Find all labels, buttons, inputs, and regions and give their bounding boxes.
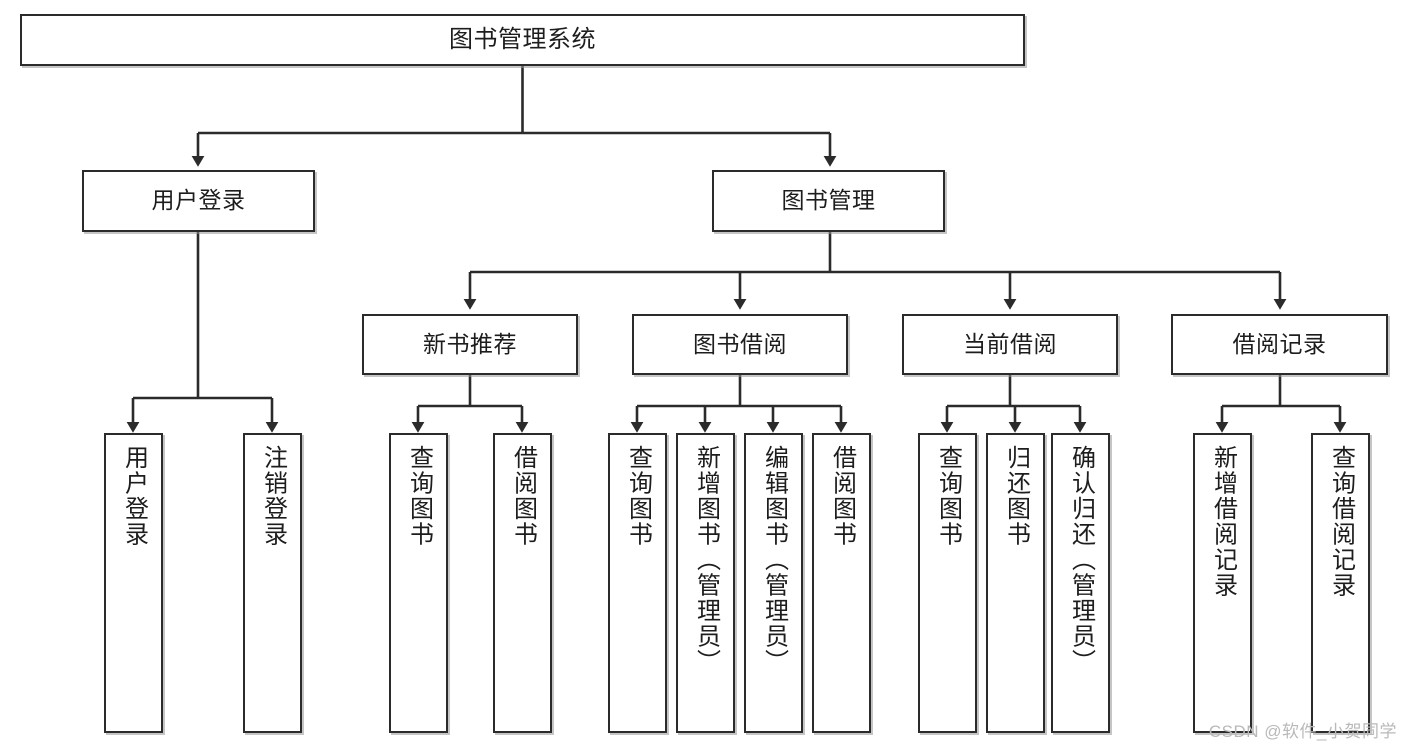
leaf-logout-label: 注销登录 [259, 445, 287, 547]
leaf-confirm-return-admin[interactable]: 确认归还（管理员） [1051, 433, 1110, 733]
node-new-book-recommend[interactable]: 新书推荐 [362, 314, 578, 375]
leaf-logout[interactable]: 注销登录 [243, 433, 302, 733]
leaf-user-login[interactable]: 用户登录 [104, 433, 163, 733]
node-book-borrow[interactable]: 图书借阅 [632, 314, 848, 375]
node-book-borrow-label: 图书借阅 [693, 330, 787, 357]
leaf-edit-book-admin-label: 编辑图书（管理员） [760, 445, 788, 675]
node-borrow-record[interactable]: 借阅记录 [1171, 314, 1388, 375]
node-root[interactable]: 图书管理系统 [20, 14, 1025, 66]
node-book-manage-label: 图书管理 [781, 187, 876, 214]
node-user-login[interactable]: 用户登录 [82, 170, 315, 232]
csdn-watermark: CSDN @软件_小贺同学 [1208, 722, 1397, 741]
node-book-manage[interactable]: 图书管理 [712, 170, 945, 232]
leaf-return-book[interactable]: 归还图书 [986, 433, 1045, 733]
leaf-add-book-admin[interactable]: 新增图书（管理员） [676, 433, 735, 733]
leaf-add-book-admin-label: 新增图书（管理员） [692, 445, 720, 675]
leaf-query-book-rec-label: 查询图书 [405, 445, 433, 547]
leaf-query-book-current-label: 查询图书 [934, 445, 962, 547]
node-new-book-recommend-label: 新书推荐 [423, 330, 517, 357]
leaf-query-book-borrow-label: 查询图书 [624, 445, 652, 547]
leaf-query-book-rec[interactable]: 查询图书 [389, 433, 448, 733]
leaf-return-book-label: 归还图书 [1002, 445, 1030, 547]
leaf-add-borrow-record-label: 新增借阅记录 [1209, 445, 1237, 598]
leaf-query-book-current[interactable]: 查询图书 [918, 433, 977, 733]
node-current-borrow-label: 当前借阅 [963, 330, 1057, 357]
node-user-login-label: 用户登录 [151, 187, 246, 214]
leaf-borrow-book[interactable]: 借阅图书 [812, 433, 871, 733]
leaf-confirm-return-admin-label: 确认归还（管理员） [1067, 445, 1095, 675]
leaf-borrow-book-rec[interactable]: 借阅图书 [493, 433, 552, 733]
node-current-borrow[interactable]: 当前借阅 [902, 314, 1118, 375]
node-borrow-record-label: 借阅记录 [1232, 330, 1327, 357]
leaf-query-book-borrow[interactable]: 查询图书 [608, 433, 667, 733]
leaf-query-borrow-record-label: 查询借阅记录 [1327, 445, 1355, 598]
leaf-edit-book-admin[interactable]: 编辑图书（管理员） [744, 433, 803, 733]
leaf-borrow-book-rec-label: 借阅图书 [509, 445, 537, 547]
leaf-add-borrow-record[interactable]: 新增借阅记录 [1193, 433, 1252, 733]
leaf-user-login-label: 用户登录 [120, 445, 148, 547]
leaf-borrow-book-label: 借阅图书 [828, 445, 856, 547]
node-root-label: 图书管理系统 [449, 25, 596, 53]
leaf-query-borrow-record[interactable]: 查询借阅记录 [1311, 433, 1370, 733]
